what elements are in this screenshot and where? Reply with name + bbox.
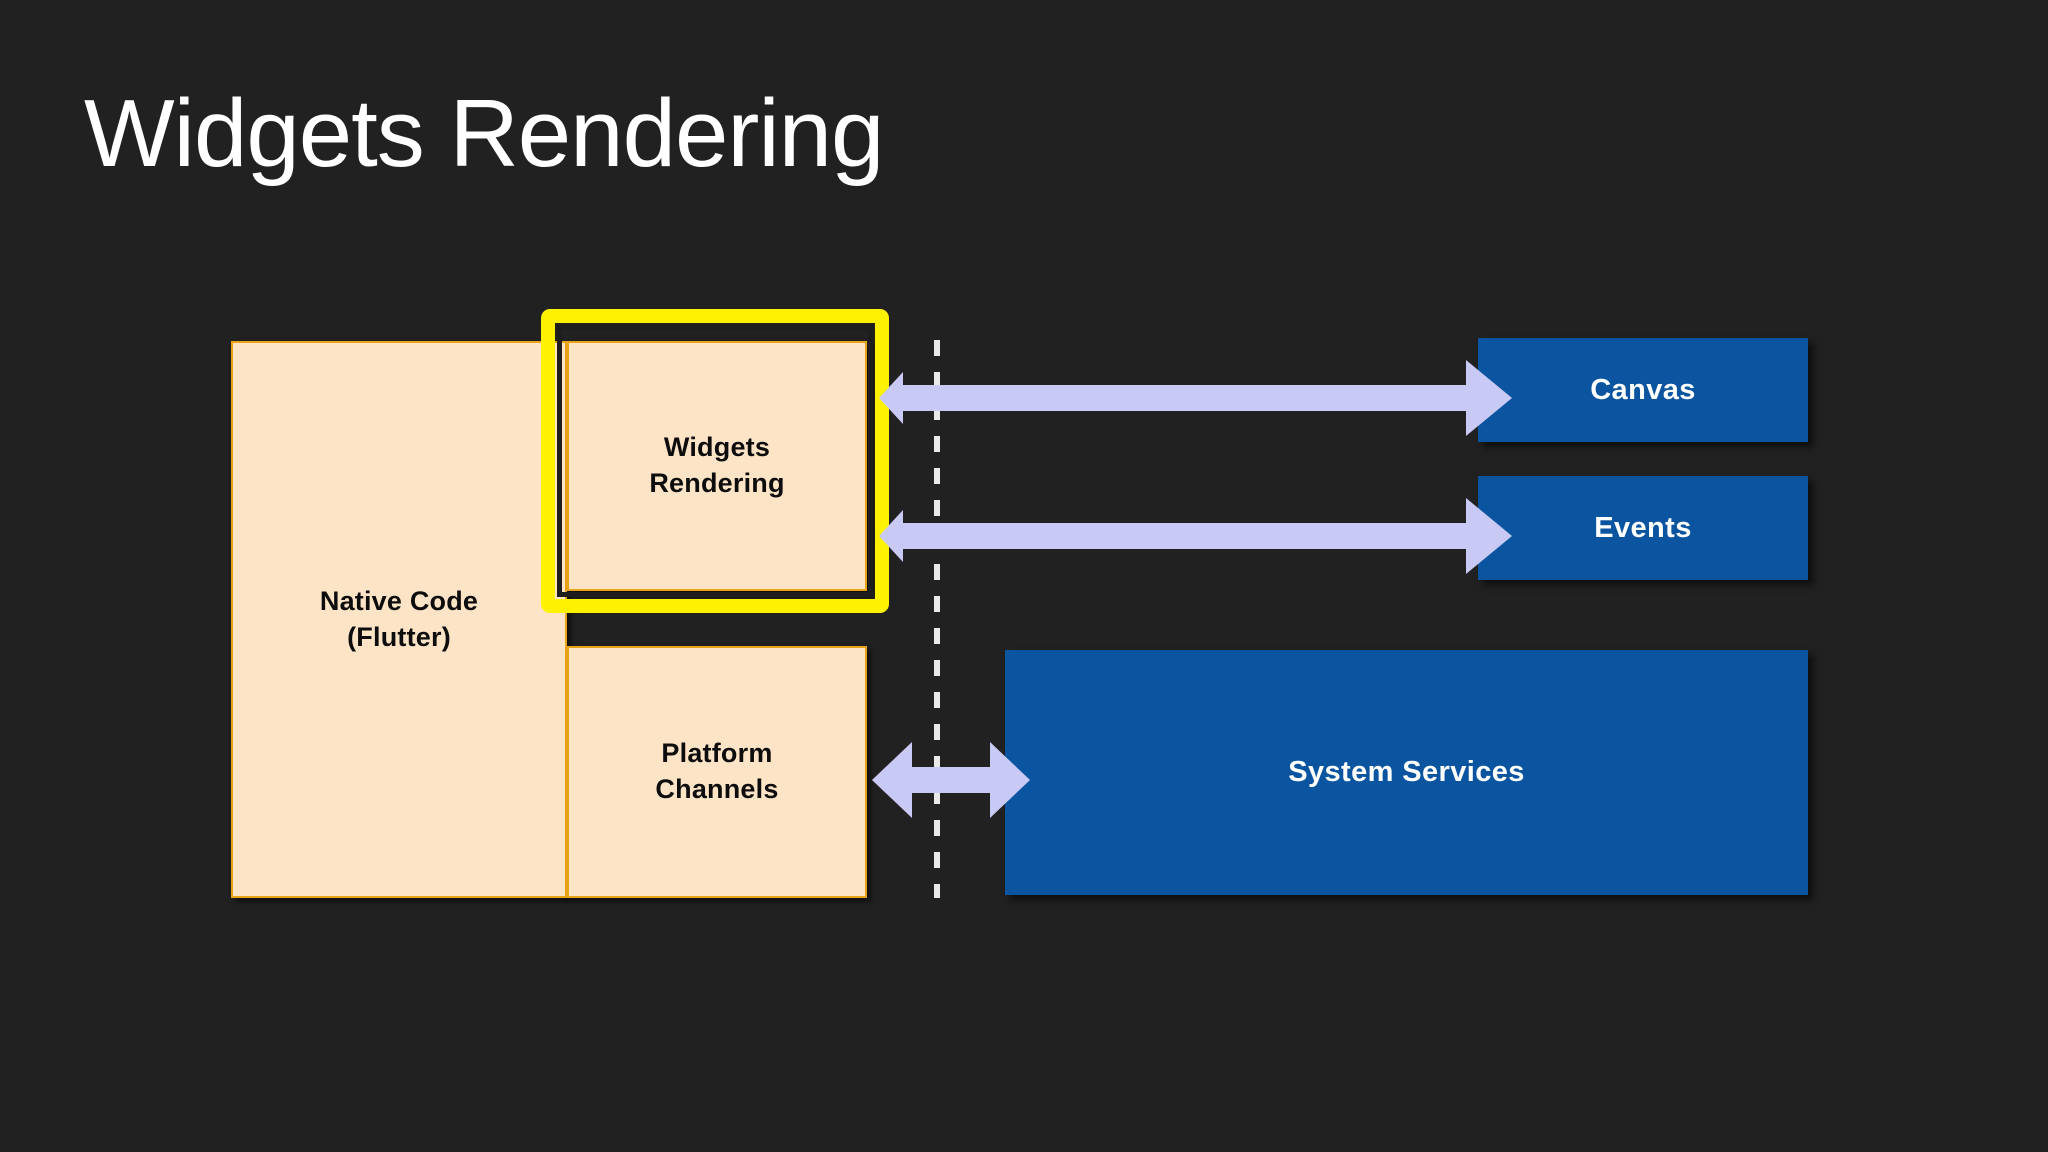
page-title: Widgets Rendering [84, 80, 884, 187]
widgets-rendering-label-line1: Widgets [663, 432, 771, 463]
events-label: Events [1594, 511, 1692, 544]
widgets-rendering-box[interactable]: Widgets Rendering [567, 341, 867, 591]
system-services-box[interactable]: System Services [1005, 650, 1808, 895]
arrow-widgets-to-canvas [879, 360, 1512, 436]
platform-boundary-divider [934, 340, 940, 898]
native-code-label: Native Code (Flutter) [320, 584, 478, 655]
platform-channels-label-line1: Platform [661, 738, 773, 769]
native-code-label-line2: (Flutter) [347, 621, 451, 652]
native-code-label-line1: Native Code [319, 585, 479, 616]
events-box[interactable]: Events [1478, 476, 1808, 580]
platform-channels-label-line2: Channels [655, 774, 779, 804]
platform-channels-box[interactable]: Platform Channels [567, 646, 867, 898]
native-code-box[interactable]: Native Code (Flutter) [231, 341, 567, 898]
canvas-box[interactable]: Canvas [1478, 338, 1808, 442]
system-services-label: System Services [1288, 756, 1525, 788]
arrow-widgets-to-events [879, 498, 1512, 574]
widgets-rendering-label-line2: Rendering [649, 468, 785, 498]
canvas-label: Canvas [1590, 373, 1696, 406]
platform-channels-label: Platform Channels [655, 736, 778, 807]
widgets-rendering-label: Widgets Rendering [649, 430, 784, 501]
